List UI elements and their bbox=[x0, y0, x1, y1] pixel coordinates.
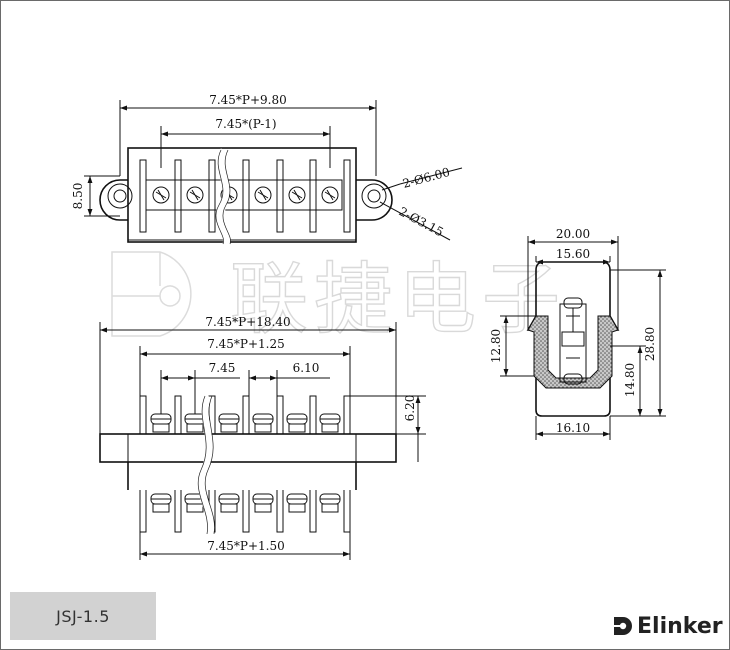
dim-top-pitch-span: 7.45*(P-1) bbox=[215, 117, 276, 131]
front-flange bbox=[99, 433, 397, 463]
side-view: 20.00 15.60 16.10 12.80 14.80 28.80 bbox=[489, 227, 666, 440]
right-ear bbox=[356, 179, 393, 221]
front-view: 7.45*P+18.40 7.45*P+1.25 7.45 6.10 6.20 … bbox=[99, 315, 426, 560]
left-ear bbox=[99, 179, 128, 221]
dim-top-overall: 7.45*P+9.80 bbox=[209, 93, 287, 107]
watermark-text: 联捷电子 bbox=[230, 255, 566, 345]
front-lower-body bbox=[127, 462, 357, 490]
brand-logo: Elinker bbox=[612, 612, 723, 640]
elinker-logo-icon bbox=[614, 617, 632, 635]
dim-front-pin-span: 7.45*P+1.25 bbox=[207, 337, 285, 351]
dim-front-overall: 7.45*P+18.40 bbox=[205, 315, 290, 329]
dim-side-top-width: 20.00 bbox=[556, 227, 590, 241]
top-barriers bbox=[139, 159, 351, 233]
front-bottom-clamps bbox=[150, 493, 341, 513]
right-hole-outer bbox=[361, 183, 387, 209]
top-view: 7.45*P+9.80 7.45*(P-1) 8.50 2-Ø6.00 2-Ø3… bbox=[71, 93, 463, 246]
watermark-logo-icon bbox=[111, 251, 192, 337]
dim-bottom-span: 7.45*P+1.50 bbox=[207, 539, 285, 553]
front-break-line bbox=[197, 395, 208, 535]
dim-side-inner-width: 15.60 bbox=[556, 247, 590, 261]
side-housing-section bbox=[527, 315, 619, 389]
model-label-box: JSJ-1.5 bbox=[10, 592, 156, 640]
front-top-clamps bbox=[150, 413, 341, 433]
front-bottom-pins bbox=[139, 490, 351, 533]
dim-pin-height: 6.20 bbox=[403, 395, 417, 422]
left-hole-outer bbox=[107, 183, 133, 209]
model-label: JSJ-1.5 bbox=[56, 606, 110, 626]
dim-hole-inner: 2-Ø3.15 bbox=[397, 204, 446, 239]
top-break-line bbox=[215, 149, 224, 245]
right-hole-inner bbox=[367, 189, 381, 203]
brand-name: Elinker bbox=[637, 613, 723, 639]
dim-side-left-height: 12.80 bbox=[489, 329, 503, 363]
dim-pitch: 7.45 bbox=[209, 361, 236, 375]
dim-pin-spacing: 6.10 bbox=[293, 361, 320, 375]
dim-side-total-height: 28.80 bbox=[643, 327, 657, 361]
dim-side-right-height: 14.80 bbox=[623, 363, 637, 397]
dim-top-height: 8.50 bbox=[71, 183, 85, 210]
dim-hole-outer: 2-Ø6.00 bbox=[401, 165, 451, 191]
left-hole-inner bbox=[113, 189, 127, 203]
front-top-pins bbox=[139, 395, 351, 434]
dim-side-base-width: 16.10 bbox=[556, 421, 590, 435]
side-screw-post bbox=[559, 303, 587, 383]
top-body bbox=[127, 147, 357, 243]
